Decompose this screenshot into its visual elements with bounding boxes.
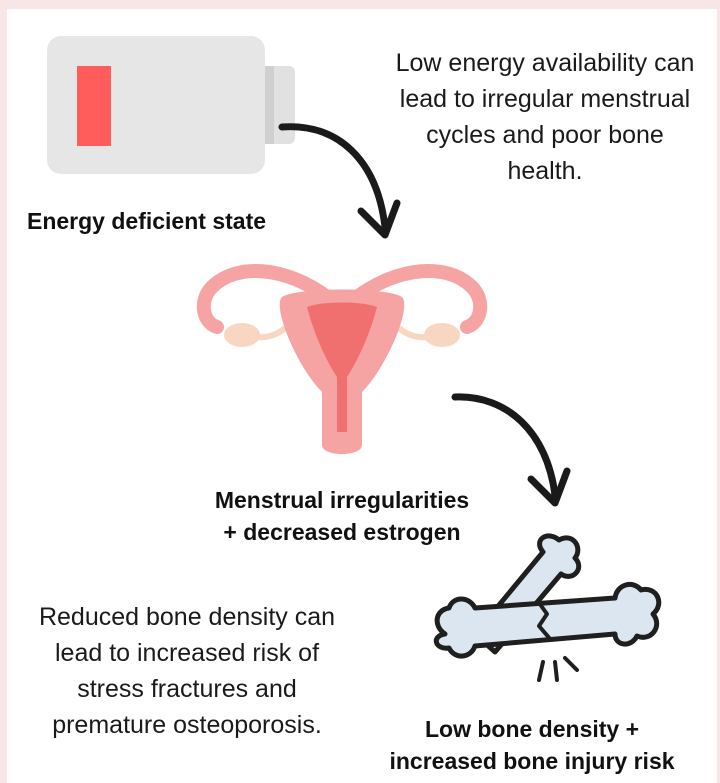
bone-label-line1: Low bone density +	[352, 713, 712, 745]
low-battery-icon	[47, 36, 307, 186]
low-bone-density-label: Low bone density + increased bone injury…	[352, 713, 712, 777]
uterus-icon	[197, 267, 487, 467]
bone-label-line2: increased bone injury risk	[352, 745, 712, 777]
broken-bone-icon	[425, 534, 675, 699]
outro-text: Reduced bone density can lead to increas…	[37, 599, 337, 743]
battery-level	[77, 66, 111, 146]
energy-deficient-label: Energy deficient state	[27, 205, 337, 237]
infographic-card: Low energy availability can lead to irre…	[7, 9, 717, 783]
menstrual-label-line1: Menstrual irregularities	[167, 484, 517, 516]
intro-text: Low energy availability can lead to irre…	[395, 45, 695, 189]
